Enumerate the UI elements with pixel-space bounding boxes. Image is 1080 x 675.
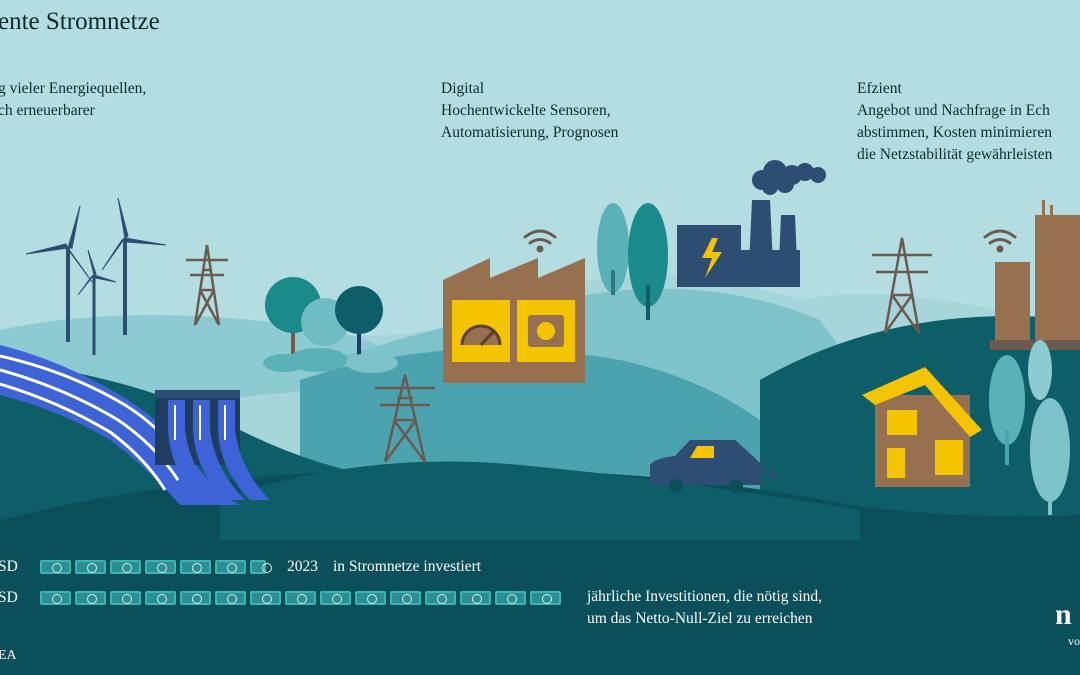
text-line: Automatisierung, Prognosen: [441, 124, 619, 141]
text-line: Hochentwickelte Sensoren,: [441, 102, 611, 119]
banknote-icon: [40, 560, 71, 574]
source-label: EA: [0, 648, 17, 663]
column-heading: Digital: [441, 80, 485, 97]
investment-unit: SD: [0, 558, 18, 575]
column-efficient: Efzient Angebot und Nachfrage in Ech abs…: [857, 78, 1052, 166]
tree-icon: [989, 340, 1070, 515]
tree-icon: [597, 203, 668, 320]
banknote-icon: [40, 591, 71, 605]
logo: n: [1055, 598, 1072, 631]
wind-turbine-icon: [25, 197, 167, 355]
wifi-icon: [523, 229, 1017, 253]
logo-subtitle: vo: [1068, 634, 1080, 648]
banknote-icon: [110, 560, 141, 574]
pylon-icon: [186, 237, 932, 463]
text-line: ch erneuerbarer: [0, 102, 95, 119]
investment-text: jährliche Investitionen, die nötig sind,…: [587, 586, 822, 630]
banknote-icon: [390, 591, 421, 605]
banknote-icon: [180, 591, 211, 605]
factory-icon: [443, 258, 585, 383]
banknote-icon: [180, 560, 211, 574]
banknote-icon: [285, 591, 316, 605]
text-line: Angebot und Nachfrage in Ech: [857, 102, 1050, 119]
text-line: jährliche Investitionen, die nötig sind,: [587, 588, 823, 605]
banknote-icon: [215, 591, 246, 605]
page-title: ente Stromnetze: [0, 8, 160, 35]
banknote-icon: [530, 591, 561, 605]
column-digital: Digital Hochentwickelte Sensoren, Automa…: [441, 78, 618, 144]
power-plant-icon: [677, 160, 826, 287]
banknote-icon: [250, 591, 281, 605]
investment-unit: SD: [0, 589, 18, 606]
banknote-row: [40, 560, 272, 574]
banknote-icon: [250, 560, 272, 574]
column-heading: Efzient: [857, 80, 902, 97]
banknote-icon: [320, 591, 351, 605]
banknote-icon: [110, 591, 141, 605]
banknote-icon: [75, 591, 106, 605]
banknote-icon: [145, 591, 176, 605]
banknote-icon: [75, 560, 106, 574]
text-line: die Netzstabilität gewährleisten: [857, 146, 1053, 163]
tree-icon: [263, 277, 398, 373]
text-line: um das Netto-Null-Ziel zu erreichen: [587, 610, 813, 627]
investment-text: in Stromnetze investiert: [333, 558, 482, 575]
text-line: abstimmen, Kosten minimieren: [857, 124, 1053, 141]
banknote-icon: [215, 560, 246, 574]
investment-year: 2023: [287, 558, 318, 575]
column-energy-sources: g vieler Energiequellen, ch erneuerbarer: [0, 78, 146, 122]
banknote-row: [40, 591, 561, 605]
banknote-icon: [460, 591, 491, 605]
banknote-icon: [355, 591, 386, 605]
text-line: g vieler Energiequellen,: [0, 80, 147, 97]
dam-icon: [155, 390, 270, 500]
banknote-icon: [145, 560, 176, 574]
car-icon: [650, 440, 777, 493]
house-icon: [862, 367, 982, 487]
banknote-icon: [425, 591, 456, 605]
banknote-icon: [495, 591, 526, 605]
